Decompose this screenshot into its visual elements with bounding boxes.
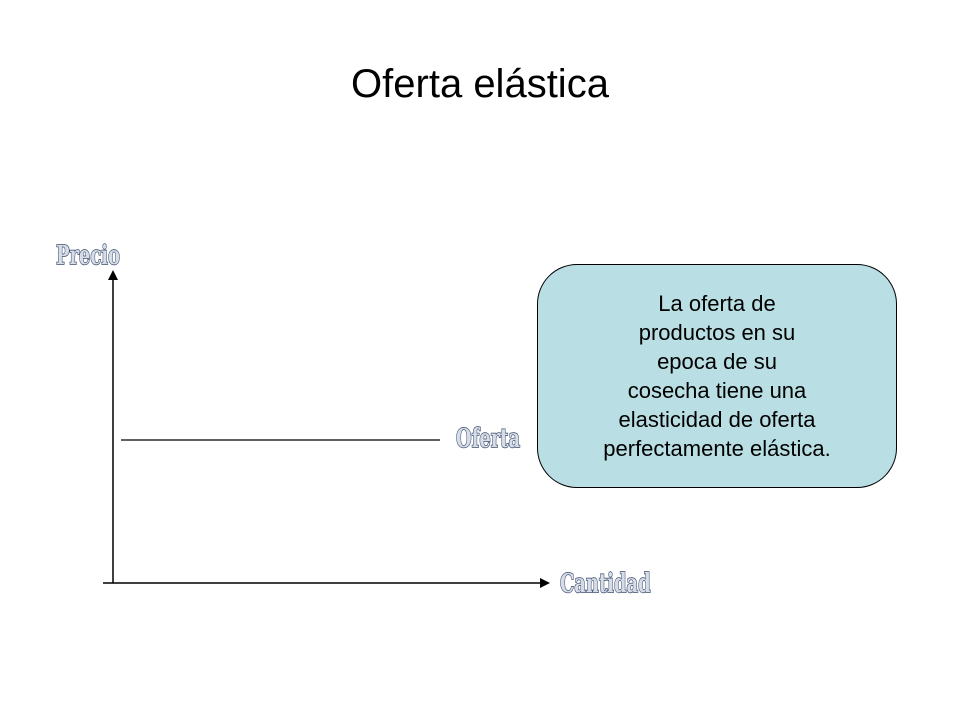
callout-text: La oferta de productos en su epoca de su… — [603, 291, 831, 461]
page-title: Oferta elástica — [351, 62, 609, 106]
x-axis-label: Cantidad — [560, 569, 651, 599]
explanation-callout: La oferta de productos en su epoca de su… — [537, 264, 897, 488]
y-axis-label: Precio — [56, 241, 120, 271]
supply-label: Oferta — [456, 424, 520, 454]
